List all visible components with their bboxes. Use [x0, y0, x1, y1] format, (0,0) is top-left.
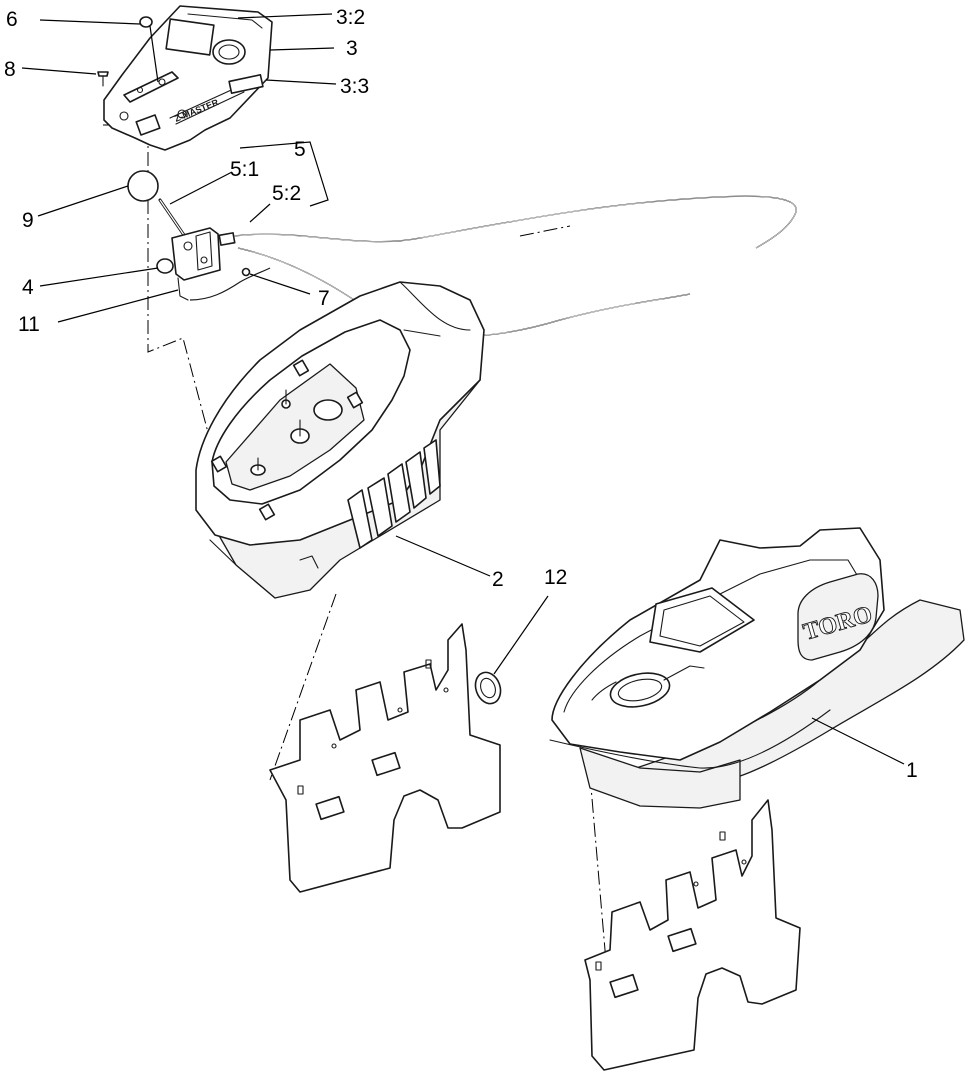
callout-5: 5: [294, 138, 306, 161]
callout-labels: 6 8 3:2 3 3:3 5 5:1 5:2 9 4 11 7 2 12 1: [4, 6, 918, 782]
callout-12: 12: [544, 566, 567, 589]
callout-3-2: 3:2: [336, 6, 365, 29]
right-shield-panel: [584, 799, 801, 1071]
console-housing-part-2: [195, 281, 485, 599]
callout-9: 9: [22, 209, 34, 232]
throttle-assembly-part-5: [156, 198, 251, 301]
callout-4: 4: [22, 276, 34, 299]
callout-6: 6: [6, 8, 18, 31]
callout-1: 1: [906, 759, 918, 782]
left-shield-panel: [269, 623, 501, 893]
console-cover-part-1: TORO: [549, 527, 965, 809]
callout-3: 3: [346, 37, 358, 60]
knob-part-9: [127, 170, 159, 202]
cap-part-6: [139, 16, 153, 28]
control-panel-part-3: Z-MASTER: [103, 5, 273, 151]
grommet-part-12: [474, 671, 502, 705]
callout-11: 11: [18, 313, 40, 336]
leader-lines: [21, 13, 905, 765]
callout-2: 2: [492, 568, 504, 591]
screw-part-8: [97, 71, 109, 87]
callout-5-1: 5:1: [230, 158, 259, 181]
callout-8: 8: [4, 58, 16, 81]
callout-5-2: 5:2: [272, 182, 301, 205]
callout-7: 7: [318, 287, 330, 310]
callout-3-3: 3:3: [340, 75, 369, 98]
throttle-cables: [189, 195, 797, 337]
side-vents: [347, 439, 441, 549]
